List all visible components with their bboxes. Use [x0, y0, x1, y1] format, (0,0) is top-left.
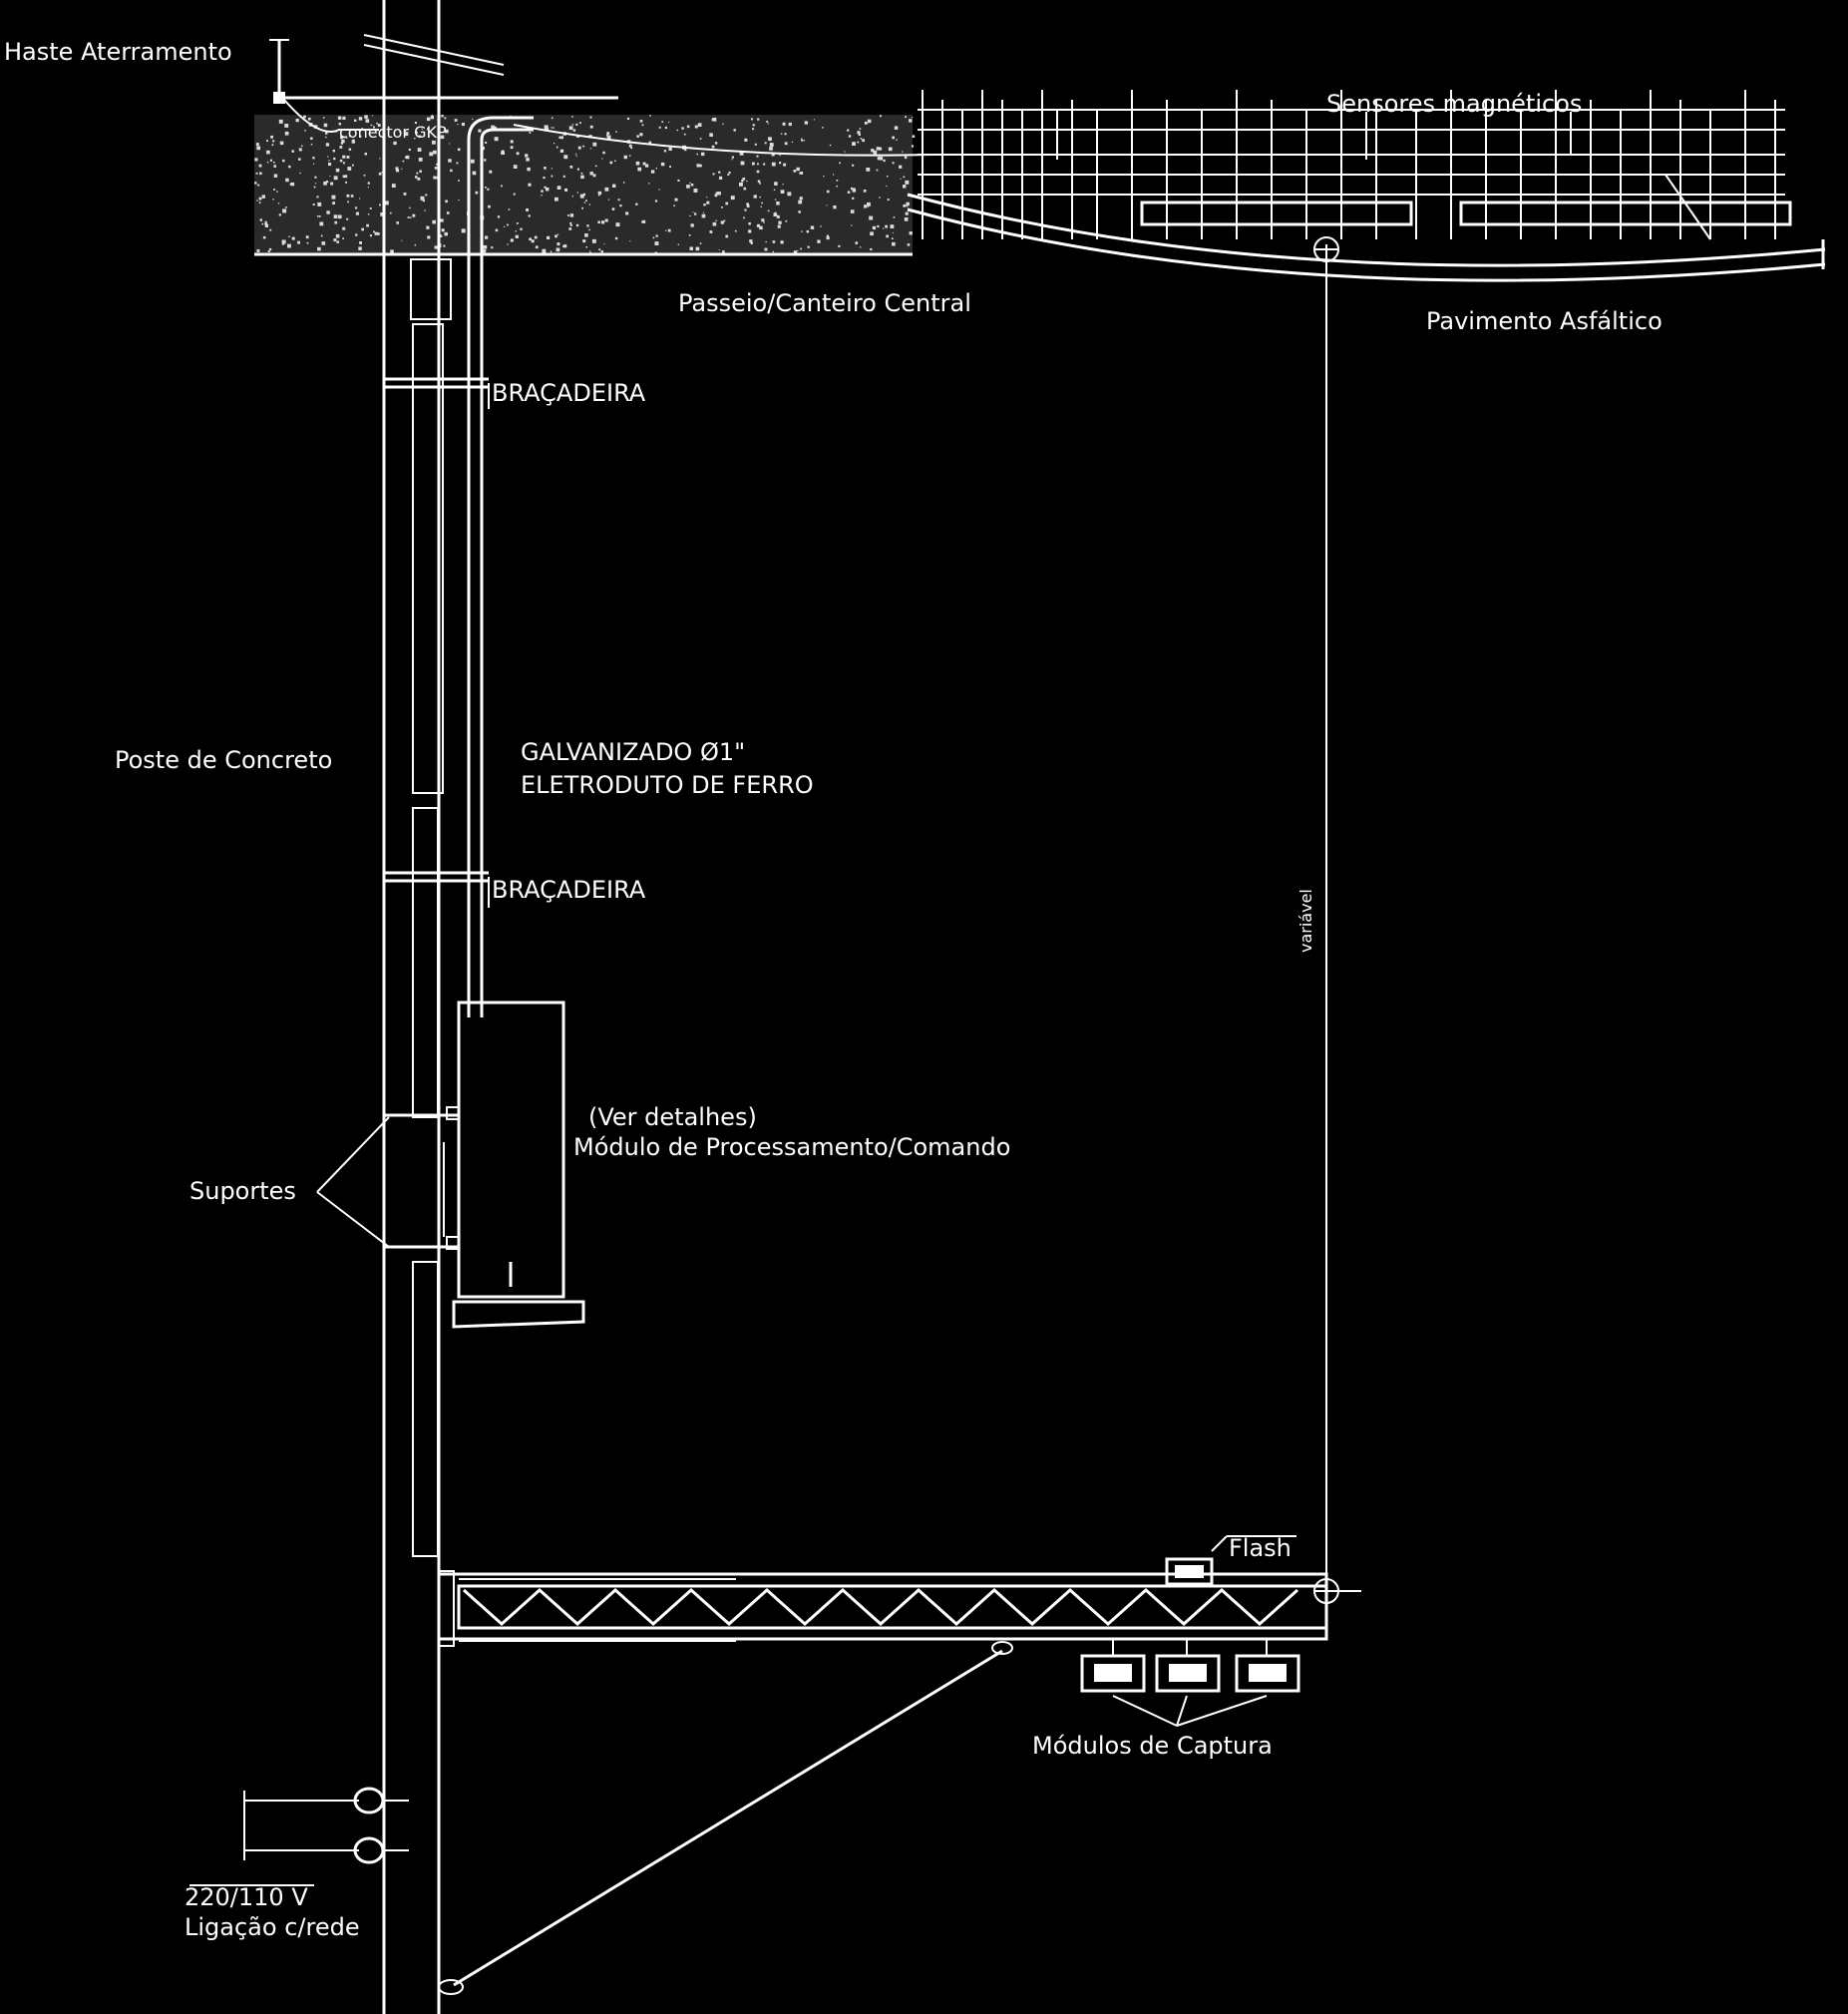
label-eletroduto-line2: GALVANIZADO Ø1" [521, 738, 745, 766]
label-ligacao-rede: Ligação c/rede [185, 1913, 360, 1941]
label-flash: Flash [1229, 1534, 1292, 1562]
label-modulos-captura: Módulos de Captura [1032, 1732, 1273, 1760]
label-conector: conector GKP [339, 123, 447, 142]
magnetic-sensor [1140, 201, 1792, 226]
diagonal-brace [438, 1641, 1013, 1995]
grounding-rod [269, 39, 289, 104]
clamp-middle [384, 871, 490, 908]
clamp-top [384, 377, 490, 409]
label-bracadeira-top: BRAÇADEIRA [492, 379, 646, 407]
label-tensao: 220/110 V [185, 1883, 308, 1911]
height-dimension [1313, 236, 1339, 1604]
concrete-pole [363, 0, 505, 2014]
label-sensores-magneticos: Sensores magnéticos [1326, 90, 1582, 118]
label-ver-detalhes: (Ver detalhes) [588, 1103, 757, 1131]
truss-arm [437, 1570, 1361, 1666]
power-connection [189, 1787, 409, 1886]
label-variavel: variável [1296, 889, 1315, 953]
label-bracadeira-mid: BRAÇADEIRA [492, 876, 646, 904]
flash-unit [1165, 1535, 1296, 1586]
asphalt-pavement [907, 90, 1826, 282]
label-haste-aterramento: Haste Aterramento [4, 38, 232, 66]
label-eletroduto-line1: ELETRODUTO DE FERRO [521, 771, 814, 799]
concrete-slab [254, 96, 916, 256]
label-poste-concreto: Poste de Concreto [115, 746, 332, 774]
conduit [283, 99, 933, 1017]
capture-modules [1080, 1639, 1300, 1727]
label-modulo-processamento: Módulo de Processamento/Comando [573, 1133, 1010, 1161]
label-passeio: Passeio/Canteiro Central [678, 289, 971, 317]
label-pavimento: Pavimento Asfáltico [1426, 307, 1663, 335]
label-suportes: Suportes [189, 1177, 296, 1205]
supports [316, 1113, 459, 1249]
processing-module [443, 1001, 585, 1329]
